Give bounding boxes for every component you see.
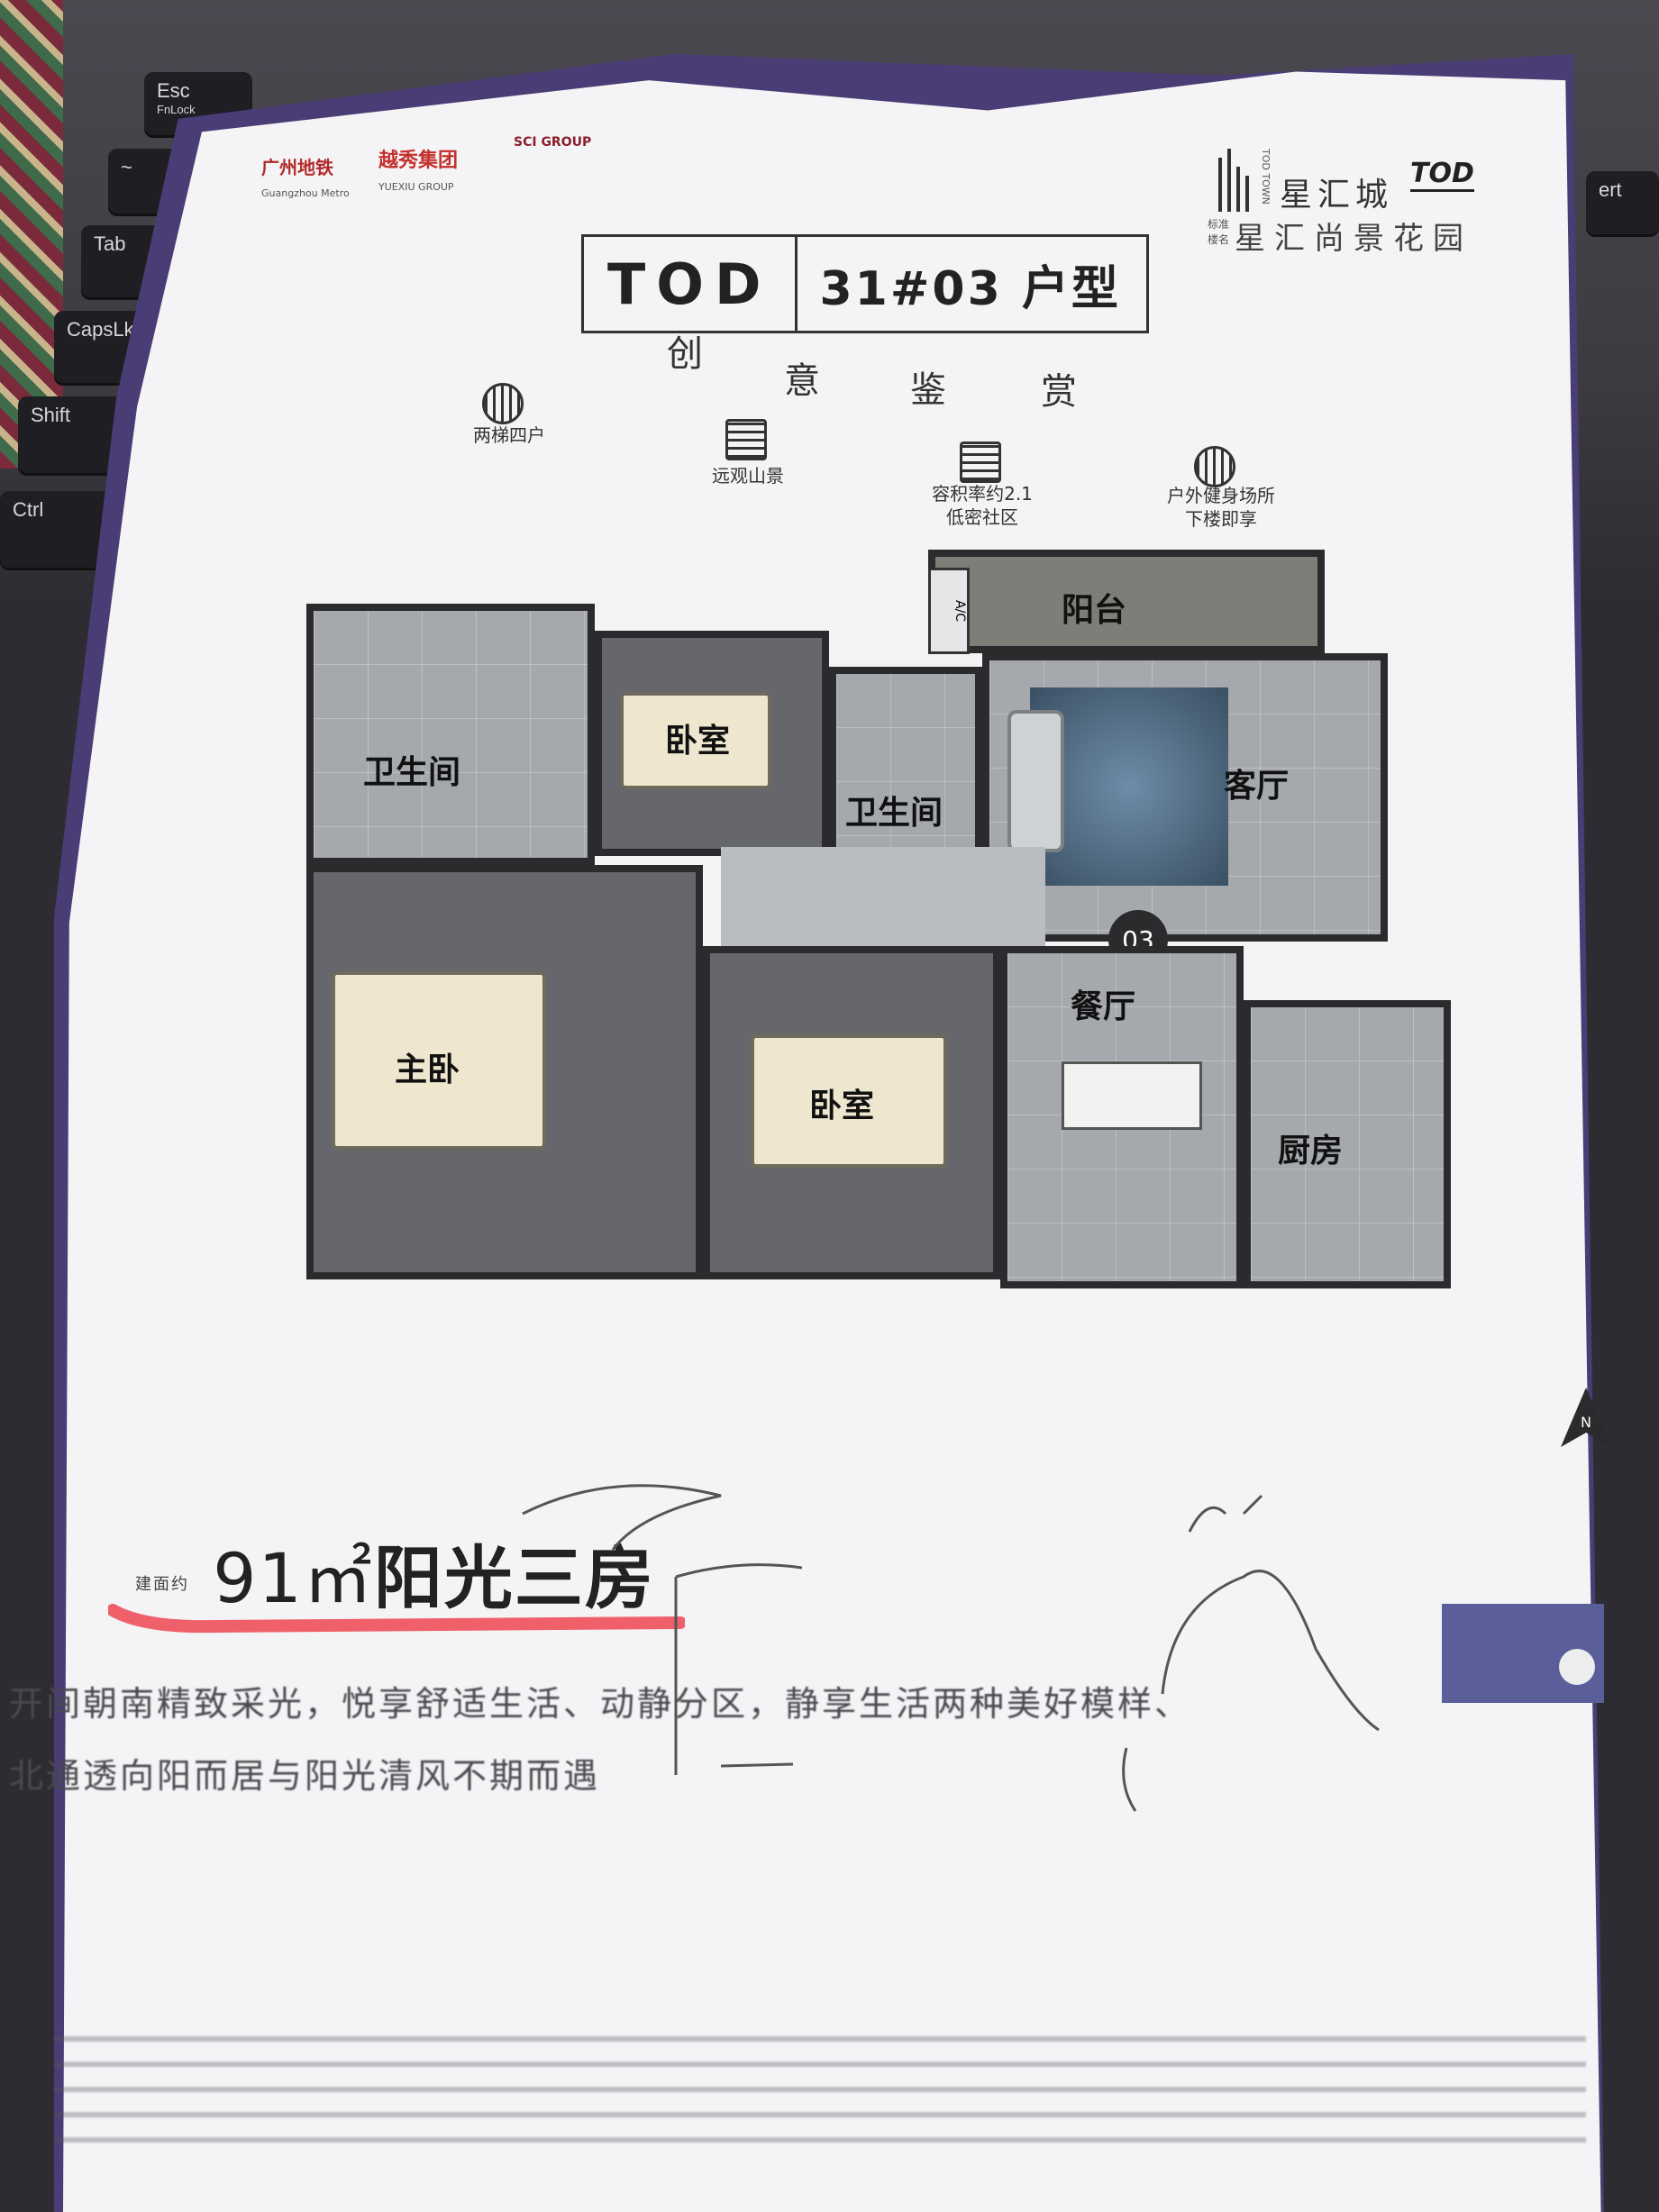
subtitle-char-2: 意: [784, 360, 825, 402]
brand-block: TOD TOWN 星汇城 TOD 标准 楼名 星汇尚景花园: [1208, 149, 1474, 257]
headline-text: 阳光三房: [373, 1538, 655, 1618]
room-bath-left: 卫生间: [306, 604, 595, 865]
room-kitchen: 厨房: [1244, 1000, 1451, 1288]
mountain-view-icon: [725, 419, 767, 460]
logo-sci-group: SCI GROUP: [514, 135, 592, 150]
area-value: 91㎡: [213, 1538, 374, 1618]
floor-plan: 阳台 A/C 卫生间 卧室 卫生间 客厅 03 主卧 卧室 餐厅 厨房: [306, 550, 1505, 1306]
feature-fitness: 户外健身场所 下楼即享: [1167, 485, 1275, 530]
key-plan-marker: [1559, 1649, 1595, 1685]
room-living: 客厅: [982, 653, 1388, 942]
dining-table: [1062, 1061, 1202, 1130]
hallway: [721, 847, 1045, 946]
fitness-icon: [1194, 446, 1235, 487]
density-icon: [960, 441, 1001, 483]
sofa: [1007, 710, 1064, 852]
desc-line-2: 北通透向阳而居与阳光清风不期而遇: [9, 1756, 601, 1796]
room-bedroom-top: 卧室: [595, 631, 829, 856]
room-bedroom-bottom: 卧室: [703, 946, 1000, 1279]
svg-text:N: N: [1581, 1414, 1591, 1431]
ac-unit: A/C: [928, 568, 970, 654]
subtitle-char-4: 赏: [1041, 371, 1082, 413]
bed-top: [620, 692, 771, 789]
pen-sketch-mountains: [522, 1484, 1380, 1812]
area-headline: 建面约 91㎡阳光三房: [135, 1538, 655, 1618]
feature-density: 容积率约2.1 低密社区: [932, 483, 1033, 528]
bed-master: [332, 971, 546, 1150]
logo-yuexiu-group: 越秀集团 YUEXIU GROUP: [378, 150, 459, 193]
fabric-corner: [0, 0, 63, 469]
bed-bottom: [751, 1034, 947, 1168]
subtitle-char-1: 创: [667, 333, 708, 375]
logo-guangzhou-metro: 广州地铁 Guangzhou Metro: [261, 157, 350, 199]
tod-logo: TOD: [584, 237, 798, 331]
room-dining: 餐厅: [1000, 946, 1244, 1288]
unit-title-box: TOD 31#03 户型: [581, 234, 1149, 333]
subtitle-char-3: 鉴: [910, 369, 952, 411]
red-underline-mark: [108, 1604, 685, 1634]
key-right-edge: ert: [1586, 171, 1659, 234]
feature-mountain-view: 远观山景: [712, 465, 784, 487]
desc-line-1: 开间朝南精致采光，悦享舒适生活、动静分区，静享生活两种美好模样、: [9, 1684, 1192, 1724]
room-master: 主卧: [306, 865, 703, 1279]
unit-type-title: 31#03 户型: [819, 261, 1121, 316]
elevator-icon: [482, 383, 524, 424]
fine-print-disclaimer: [54, 2018, 1586, 2162]
feature-elevators: 两梯四户: [473, 424, 545, 446]
key-plan-thumbnail: [1442, 1568, 1622, 1748]
room-bath-mid: 卫生间: [829, 667, 982, 865]
north-compass-icon: N: [1561, 1388, 1611, 1447]
brand-bars-icon: [1218, 149, 1249, 212]
room-balcony: 阳台: [928, 550, 1325, 653]
